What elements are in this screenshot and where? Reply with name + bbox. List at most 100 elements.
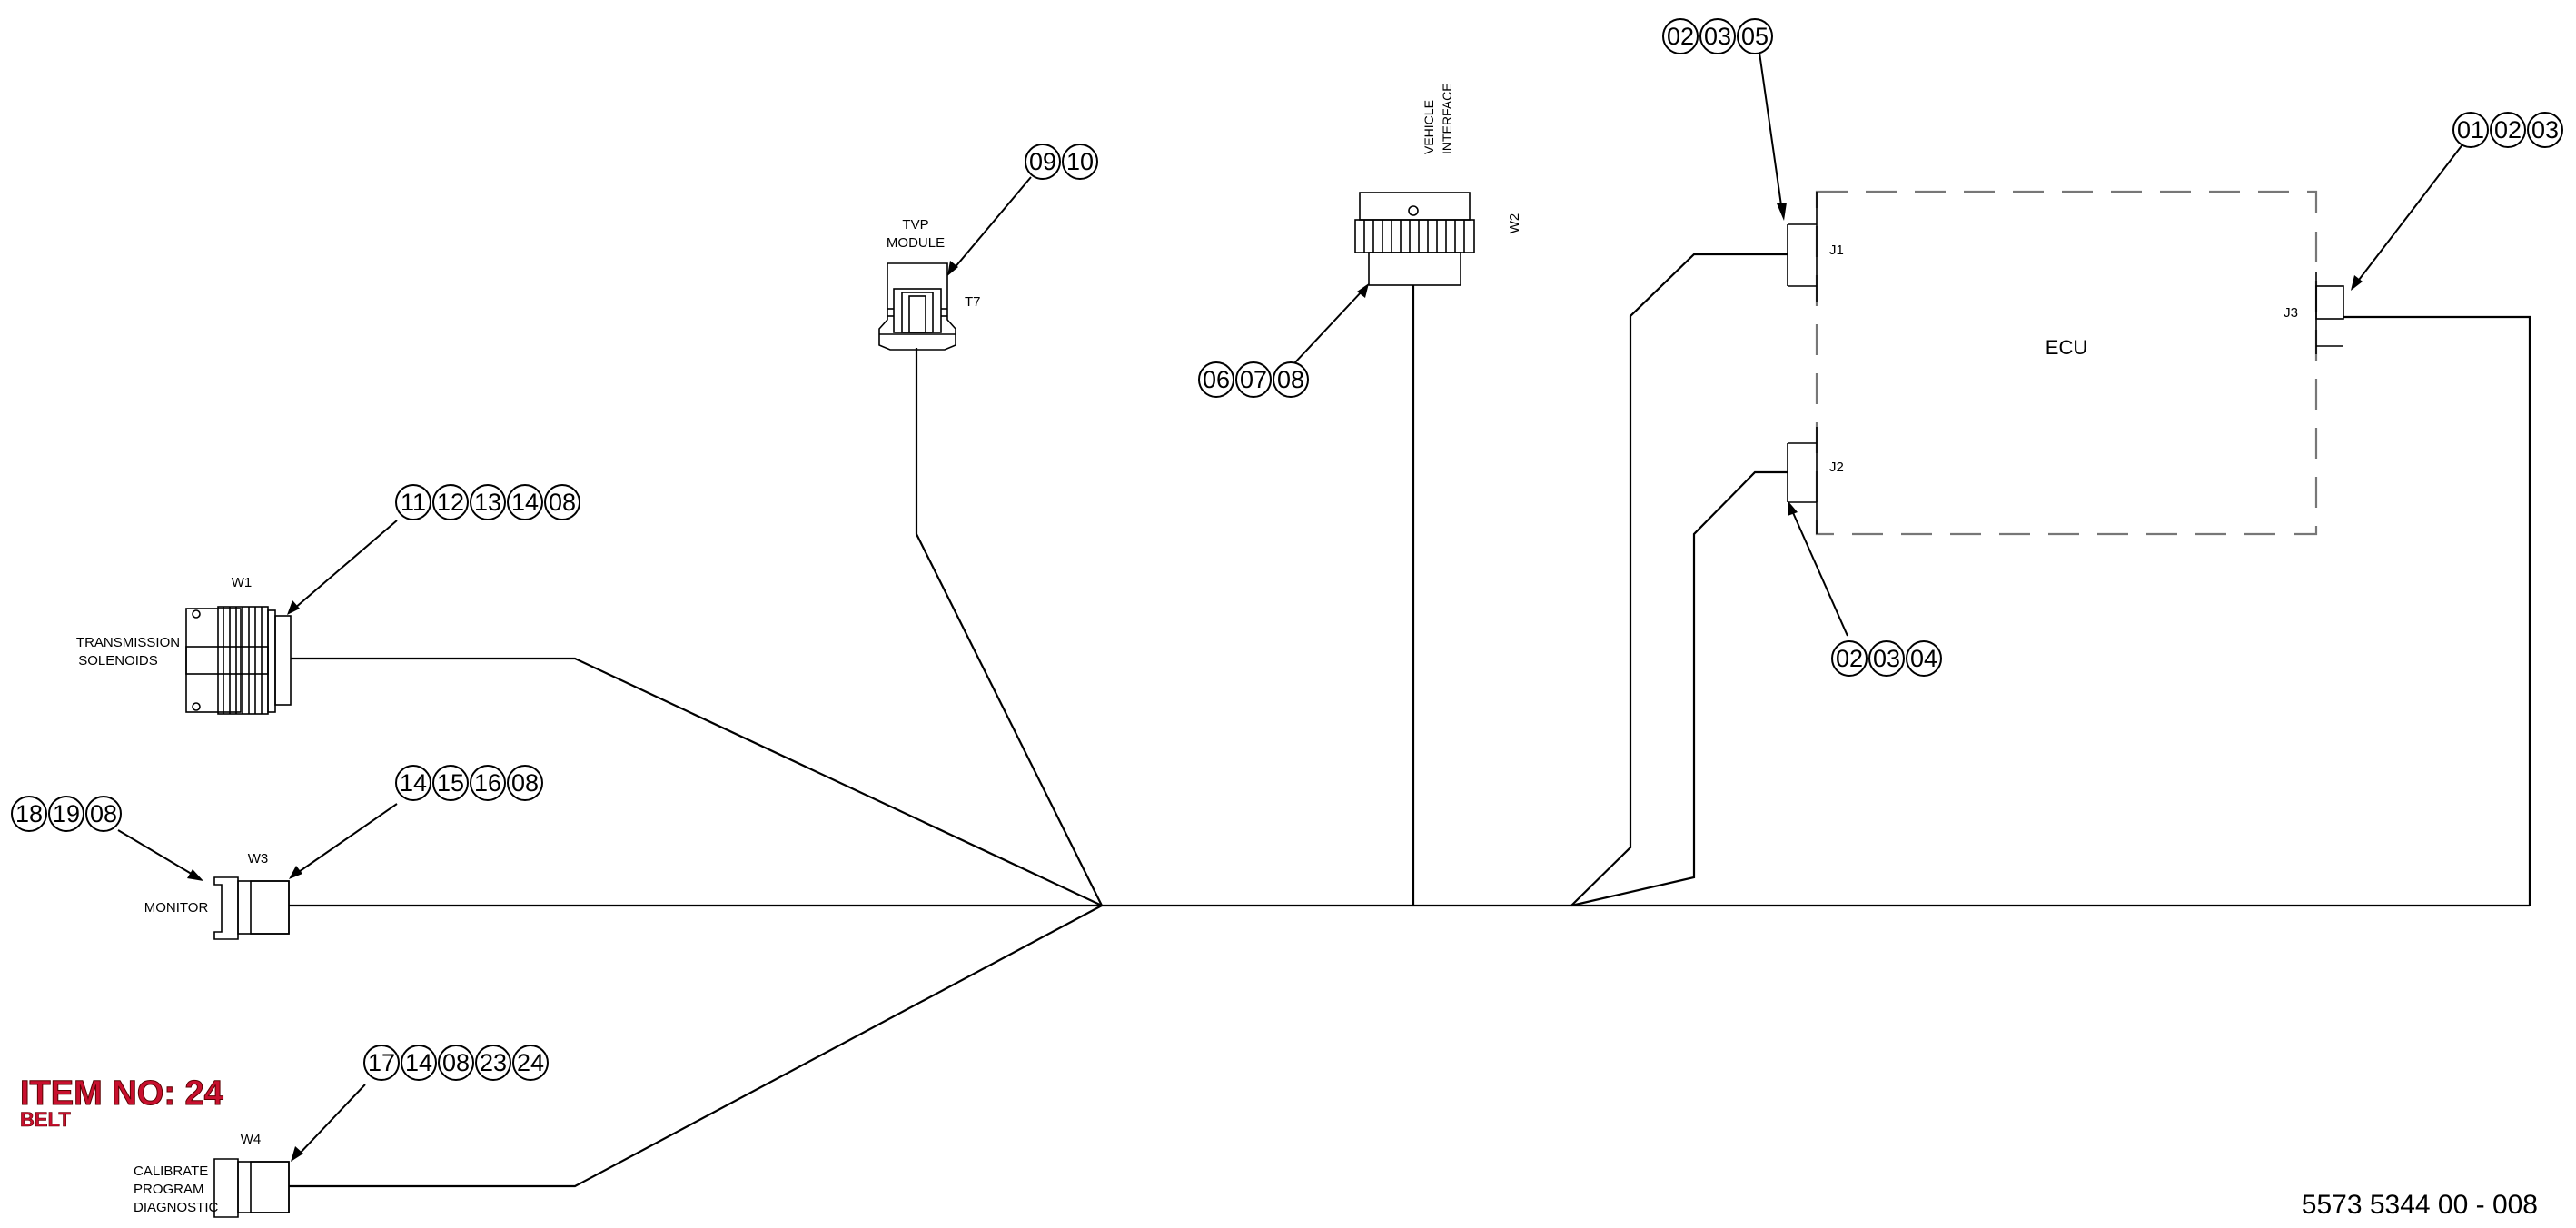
w2-connector: W2 VEHICLE INTERFACE bbox=[1354, 83, 1522, 286]
w4-label-line3: DIAGNOSTIC bbox=[134, 1200, 219, 1215]
w2-label-line2: INTERFACE bbox=[1440, 83, 1454, 154]
callout-group-w2: 06 07 08 bbox=[1198, 361, 1309, 398]
callout-number: 03 bbox=[2531, 116, 2559, 144]
ecu-block: ECU J1 J2 J3 bbox=[1787, 190, 2344, 536]
callout-number: 08 bbox=[90, 800, 117, 827]
callout-bubble bbox=[1025, 144, 1061, 180]
callout-number: 05 bbox=[1741, 23, 1769, 50]
w4-label-line1: CALIBRATE bbox=[134, 1164, 208, 1179]
leader-j2 bbox=[1790, 508, 1848, 637]
drawing-part-number: 5573 5344 00 - 008 bbox=[2302, 1190, 2538, 1220]
item-number-title: ITEM NO: 24 bbox=[20, 1074, 223, 1113]
callout-bubble bbox=[1906, 640, 1942, 677]
wire-t7 bbox=[915, 348, 1103, 906]
callout-number: 08 bbox=[442, 1049, 470, 1076]
callout-number: 06 bbox=[1203, 366, 1230, 393]
callout-number: 23 bbox=[480, 1049, 507, 1076]
wire-j2 bbox=[1570, 470, 1788, 907]
callout-bubble bbox=[2527, 112, 2563, 148]
j2-label: J2 bbox=[1829, 460, 1844, 475]
callout-number: 17 bbox=[368, 1049, 395, 1076]
callout-bubble bbox=[48, 796, 84, 832]
callout-number: 11 bbox=[401, 489, 426, 516]
callout-bubble bbox=[507, 765, 543, 801]
callout-bubble bbox=[401, 1045, 437, 1081]
callout-bubble bbox=[1868, 640, 1905, 677]
callout-number: 02 bbox=[1667, 23, 1694, 50]
callout-bubble bbox=[1198, 361, 1234, 398]
callout-number: 14 bbox=[511, 489, 539, 516]
callout-group-w2-top: 02 03 05 bbox=[1662, 18, 1773, 54]
arrowhead-w3-left bbox=[187, 869, 203, 881]
callout-number: 02 bbox=[2494, 116, 2522, 144]
leader-j3 bbox=[2355, 143, 2464, 284]
callout-bubble bbox=[475, 1045, 511, 1081]
leader-w4 bbox=[297, 1084, 366, 1156]
callout-number: 08 bbox=[1277, 366, 1304, 393]
callout-bubble bbox=[1273, 361, 1309, 398]
arrowhead-w4 bbox=[291, 1146, 303, 1162]
callout-group-w3-right: 14 15 16 08 bbox=[395, 765, 543, 801]
callout-bubble bbox=[1235, 361, 1272, 398]
w3-label: MONITOR bbox=[144, 900, 209, 916]
leader-w3-left bbox=[117, 829, 195, 876]
callout-bubble bbox=[470, 765, 506, 801]
callout-bubble bbox=[544, 484, 580, 520]
callout-number: 09 bbox=[1029, 148, 1056, 175]
callout-number: 03 bbox=[1704, 23, 1731, 50]
ecu-j2-connector: J2 bbox=[1787, 427, 1844, 534]
item-subtitle: BELT bbox=[20, 1108, 71, 1131]
callout-number: 16 bbox=[474, 769, 501, 797]
callout-bubble bbox=[1699, 18, 1736, 54]
w2-designator: W2 bbox=[1507, 213, 1522, 234]
callout-number: 01 bbox=[2457, 116, 2484, 144]
w4-designator: W4 bbox=[241, 1132, 262, 1147]
ecu-j1-connector: J1 bbox=[1787, 192, 1844, 302]
callout-bubble bbox=[1062, 144, 1098, 180]
w3-designator: W3 bbox=[248, 851, 269, 867]
leader-w2-top bbox=[1759, 52, 1783, 213]
callout-bubble bbox=[1831, 640, 1868, 677]
callout-number: 03 bbox=[1873, 645, 1900, 672]
callout-bubble bbox=[395, 484, 431, 520]
callout-number: 14 bbox=[400, 769, 427, 797]
t7-designator: T7 bbox=[965, 294, 981, 310]
w3-connector: W3 MONITOR bbox=[144, 851, 290, 940]
leader-w1 bbox=[293, 520, 398, 609]
wire-j3 bbox=[2343, 315, 2531, 906]
callout-number: 02 bbox=[1836, 645, 1863, 672]
callout-bubble bbox=[512, 1045, 549, 1081]
ecu-j3-connector: J3 bbox=[2284, 272, 2344, 354]
wire-w4 bbox=[289, 905, 1103, 1188]
t7-connector: T7 TVP MODULE bbox=[878, 217, 981, 351]
arrowhead-w2 bbox=[1357, 283, 1369, 298]
leader-w2 bbox=[1293, 290, 1363, 364]
w1-designator: W1 bbox=[232, 575, 253, 590]
harness-wires bbox=[289, 253, 2531, 1188]
ecu-boundary bbox=[1815, 190, 2318, 536]
callout-leaders bbox=[117, 52, 2464, 1162]
callout-number: 07 bbox=[1240, 366, 1267, 393]
callout-number: 18 bbox=[15, 800, 43, 827]
ecu-label: ECU bbox=[2046, 336, 2087, 359]
leader-t7 bbox=[953, 176, 1032, 270]
callout-bubble bbox=[470, 484, 506, 520]
callout-number: 13 bbox=[474, 489, 501, 516]
arrowhead-w1 bbox=[287, 600, 300, 615]
callout-number: 08 bbox=[549, 489, 576, 516]
callout-bubble bbox=[1737, 18, 1773, 54]
callout-number: 04 bbox=[1910, 645, 1937, 672]
callout-number: 19 bbox=[53, 800, 80, 827]
w1-label-line2: SOLENOIDS bbox=[78, 653, 158, 668]
callout-number: 24 bbox=[517, 1049, 544, 1076]
callout-number: 15 bbox=[437, 769, 464, 797]
callout-bubble bbox=[11, 796, 47, 832]
callout-number: 08 bbox=[511, 769, 539, 797]
callout-bubble bbox=[432, 484, 469, 520]
callout-bubble bbox=[395, 765, 431, 801]
callout-bubble bbox=[1662, 18, 1699, 54]
callout-group-j2: 02 03 04 bbox=[1831, 640, 1942, 677]
